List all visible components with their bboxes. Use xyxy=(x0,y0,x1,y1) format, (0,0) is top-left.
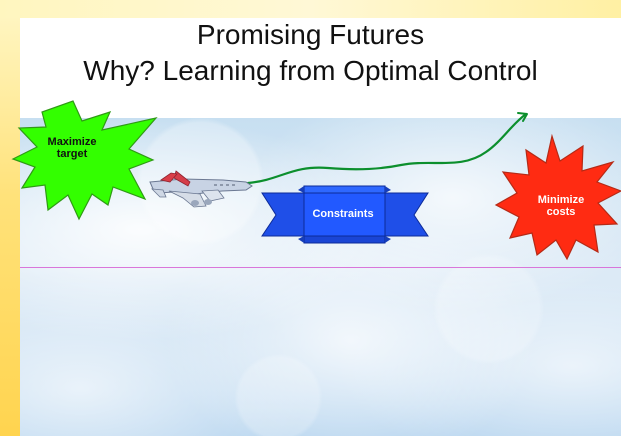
minimize-costs-label: Minimize costs xyxy=(526,194,596,218)
divider-line xyxy=(20,267,621,268)
constraints-label: Constraints xyxy=(312,208,374,220)
minimize-costs-text: Minimize costs xyxy=(537,194,585,218)
sky-background xyxy=(20,118,621,436)
maximize-target-label: Maximize target xyxy=(41,136,103,160)
slide-title-line-1: Promising Futures xyxy=(196,19,425,50)
maximize-target-text: Maximize target xyxy=(47,136,97,160)
top-border xyxy=(0,0,621,18)
slide-title-line-2: Why? Learning from Optimal Control xyxy=(83,55,538,86)
